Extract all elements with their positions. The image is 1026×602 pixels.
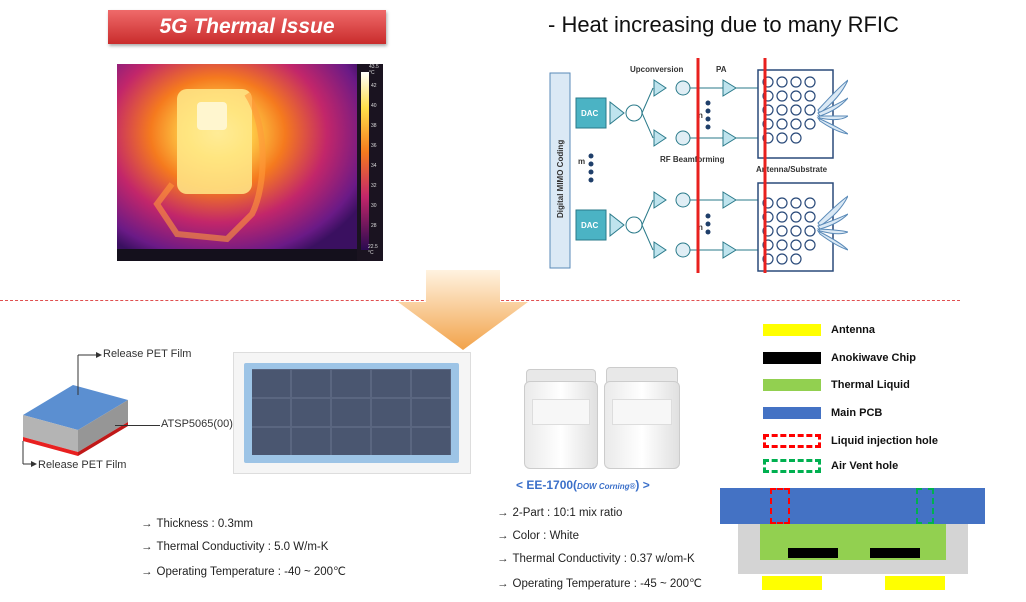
scale-top-label: 43.5 °C (369, 64, 379, 76)
ee-spec-text: Color : White (512, 530, 579, 542)
pcb-swatch (763, 407, 821, 419)
legend-item-injection-hole: Liquid injection hole (763, 434, 938, 448)
film-spec-item: →Thickness : 0.3mm (141, 518, 254, 530)
n-label-top: n (698, 111, 703, 120)
rf-beamforming-label: RF Beamforming (660, 155, 725, 164)
liquid-swatch (763, 379, 821, 391)
rf-block-diagram: Digital MIMO Coding DAC DAC m Upconversi… (549, 58, 848, 273)
legend-item-air-vent: Air Vent hole (763, 459, 898, 473)
main-pcb (720, 488, 985, 524)
legend-label: Liquid injection hole (831, 435, 938, 447)
heading: - Heat increasing due to many RFIC (548, 12, 899, 37)
ee1700-title: < EE-1700(DOW Corning®) > (516, 478, 650, 492)
ee-spec-item: →Thermal Conductivity : 0.37 w/om-K (497, 553, 695, 565)
liquid-injection-hole (770, 488, 790, 524)
legend-item-antenna: Antenna (763, 324, 875, 336)
dmc-label: Digital MIMO Coding (556, 140, 565, 218)
down-arrow-icon (398, 270, 528, 350)
scale-tick: 28 (371, 223, 377, 229)
film-mid-leader (115, 425, 160, 426)
film-stack-diagram (22, 352, 128, 467)
ee1700-maker: DOW Corning® (577, 482, 636, 491)
film-specs: →Thickness : 0.3mm →Thermal Conductivity… (141, 518, 346, 578)
film-spec-item: →Operating Temperature : -40 ~ 200℃ (141, 566, 346, 578)
film-spec-text: Thickness : 0.3mm (156, 518, 254, 530)
upconversion-label: Upconversion (630, 65, 683, 74)
ee-spec-text: Thermal Conductivity : 0.37 w/om-K (512, 553, 695, 565)
dac-label-top: DAC (581, 109, 599, 118)
scale-bottom-label: 22.5 °C (368, 244, 378, 256)
legend-item-pcb: Main PCB (763, 407, 882, 419)
dac-label-bottom: DAC (581, 221, 599, 230)
m-label: m (578, 157, 585, 166)
legend-item-liquid: Thermal Liquid (763, 379, 910, 391)
air-vent-swatch (763, 459, 821, 473)
n-label-bottom: n (698, 223, 703, 232)
legend-label: Thermal Liquid (831, 379, 910, 391)
pa-label: PA (716, 65, 727, 74)
antenna-substrate-label: Antenna/Substrate (756, 165, 828, 174)
scale-ticks: 42 40 38 36 34 32 30 28 (371, 76, 377, 236)
legend-label: Anokiwave Chip (831, 352, 916, 364)
scale-tick: 36 (371, 143, 377, 149)
ee-spec-text: 2-Part : 10:1 mix ratio (512, 507, 623, 519)
ee-spec-text: Operating Temperature : -45 ~ 200℃ (512, 578, 702, 590)
film-spec-item: →Thermal Conductivity : 5.0 W/m-K (141, 541, 329, 553)
ee-spec-item: →Color : White (497, 530, 579, 542)
title-banner: 5G Thermal Issue (108, 10, 386, 44)
ee1700-specs: →2-Part : 10:1 mix ratio →Color : White … (497, 507, 702, 590)
legend-label: Air Vent hole (831, 460, 899, 472)
scale-tick: 42 (371, 83, 377, 89)
cross-section-diagram (720, 488, 985, 596)
film-mid-label: ATSP5065(00) (161, 418, 233, 430)
thermal-image: 43.5 °C 42 40 38 36 34 32 30 28 22.5 °C (117, 64, 383, 261)
pad-photo (233, 352, 471, 474)
scale-tick: 34 (371, 163, 377, 169)
banner-title: 5G Thermal Issue (159, 15, 335, 38)
ee1700-suffix: ) > (635, 478, 650, 492)
scale-tick: 30 (371, 203, 377, 209)
scale-tick: 40 (371, 103, 377, 109)
chip-swatch (763, 352, 821, 364)
air-vent-hole (916, 488, 934, 524)
antenna-right (885, 576, 945, 590)
film-top-label: Release PET Film (103, 348, 192, 360)
film-bottom-label: Release PET Film (38, 459, 127, 471)
film-spec-text: Operating Temperature : -40 ~ 200℃ (156, 566, 346, 578)
pa-highlight-box (696, 58, 767, 273)
injection-hole-swatch (763, 434, 821, 448)
antenna-left (762, 576, 822, 590)
legend-label: Antenna (831, 324, 875, 336)
scale-tick: 38 (371, 123, 377, 129)
ee1700-name: < EE-1700( (516, 478, 578, 492)
ee1700-jars-photo (520, 365, 685, 470)
film-spec-text: Thermal Conductivity : 5.0 W/m-K (156, 541, 329, 553)
legend-item-chip: Anokiwave Chip (763, 352, 916, 364)
scale-tick: 32 (371, 183, 377, 189)
legend-label: Main PCB (831, 407, 883, 419)
ee-spec-item: →2-Part : 10:1 mix ratio (497, 507, 623, 519)
ee-spec-item: →Operating Temperature : -45 ~ 200℃ (497, 578, 702, 590)
antenna-swatch (763, 324, 821, 336)
chip-right (870, 548, 920, 558)
chip-left (788, 548, 838, 558)
